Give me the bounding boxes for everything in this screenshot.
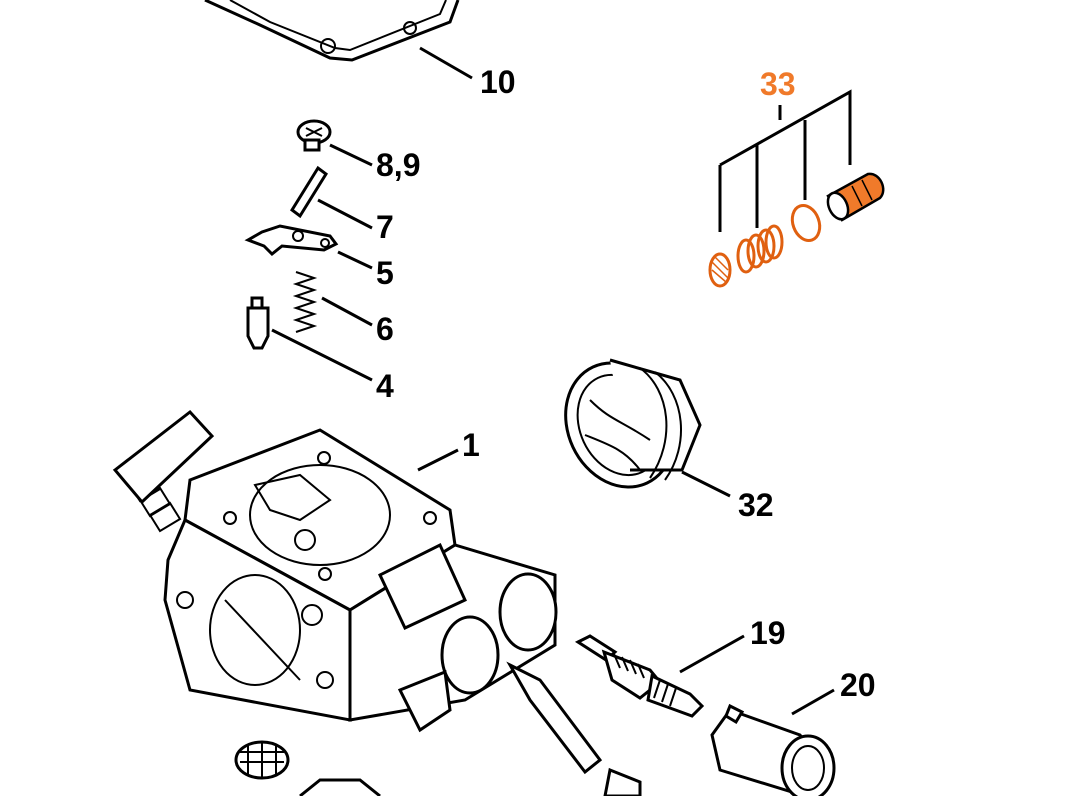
label-20[interactable]: 20	[840, 667, 876, 703]
leader-32	[681, 470, 731, 498]
label-19[interactable]: 19	[750, 615, 786, 651]
part-33-sleeve[interactable]	[824, 172, 885, 223]
part-32-cover[interactable]	[546, 345, 702, 505]
label-6[interactable]: 6	[376, 311, 394, 347]
part-7-pin[interactable]	[290, 165, 328, 219]
part-33-spring[interactable]	[736, 224, 784, 274]
label-8-9[interactable]: 8,9	[376, 147, 420, 183]
leader-20	[791, 688, 835, 716]
part-4-needle[interactable]	[246, 296, 270, 350]
label-1[interactable]: 1	[462, 427, 480, 463]
label-4[interactable]: 4	[376, 368, 394, 404]
label-10[interactable]: 10	[480, 64, 516, 100]
label-33[interactable]: 33	[760, 66, 796, 102]
leader-7	[317, 198, 373, 230]
part-8-9-screw[interactable]	[296, 119, 332, 152]
part-10-gasket[interactable]	[204, 0, 460, 62]
leader-1	[417, 448, 459, 472]
part-5-lever[interactable]	[244, 224, 339, 257]
leader-6	[321, 296, 373, 327]
part-20-limiter-cap[interactable]	[710, 703, 836, 801]
leader-8-9	[329, 143, 373, 167]
leader-4	[271, 328, 373, 382]
label-5[interactable]: 5	[376, 255, 394, 291]
part-33-filter-screen[interactable]	[708, 252, 732, 288]
label-32[interactable]: 32	[738, 487, 774, 523]
leader-19	[679, 634, 745, 674]
part-19-adjust-screw[interactable]	[574, 634, 705, 718]
leader-5	[337, 250, 373, 270]
label-7[interactable]: 7	[376, 209, 394, 245]
part-6-spring[interactable]	[292, 271, 318, 333]
part-33-o-ring[interactable]	[788, 202, 825, 245]
part-33-bracket	[718, 89, 852, 232]
leader-10	[419, 46, 473, 80]
part-1-carburetor-body[interactable]	[112, 409, 642, 798]
